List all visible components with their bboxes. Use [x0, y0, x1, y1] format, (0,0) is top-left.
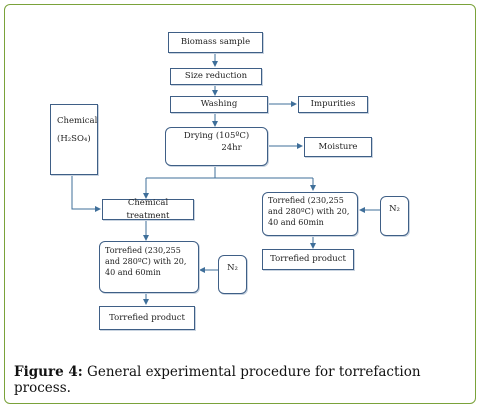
- figure-caption: Figure 4: General experimental procedure…: [14, 364, 470, 396]
- node-biomass-sample: Biomass sample: [168, 32, 263, 53]
- arrow-chemical-chemtreat: [71, 175, 101, 212]
- node-drying: Drying (105ºC) 24hr: [165, 127, 268, 166]
- node-chemical: Chemical (H₂SO₄): [50, 104, 98, 175]
- node-impurities: Impurities: [298, 96, 368, 113]
- node-torrefied-right: Torrefied (230,255 and 280ºC) with 20, 4…: [262, 192, 358, 236]
- node-n2-left: N₂: [218, 255, 247, 294]
- node-torrefied-product-right: Torrefied product: [262, 249, 354, 270]
- caption-label: Figure 4:: [14, 364, 83, 380]
- node-washing: Washing: [170, 96, 268, 113]
- node-n2-right: N₂: [380, 196, 409, 236]
- node-torrefied-product-left: Torrefied product: [99, 306, 195, 330]
- caption-text: General experimental procedure for torre…: [14, 364, 421, 396]
- node-moisture: Moisture: [304, 137, 372, 157]
- node-torrefied-left: Torrefied (230,255 and 280ºC) with 20, 4…: [99, 241, 199, 293]
- node-chemical-treatment: Chemical treatment: [102, 198, 194, 221]
- node-size-reduction: Size reduction: [170, 68, 262, 85]
